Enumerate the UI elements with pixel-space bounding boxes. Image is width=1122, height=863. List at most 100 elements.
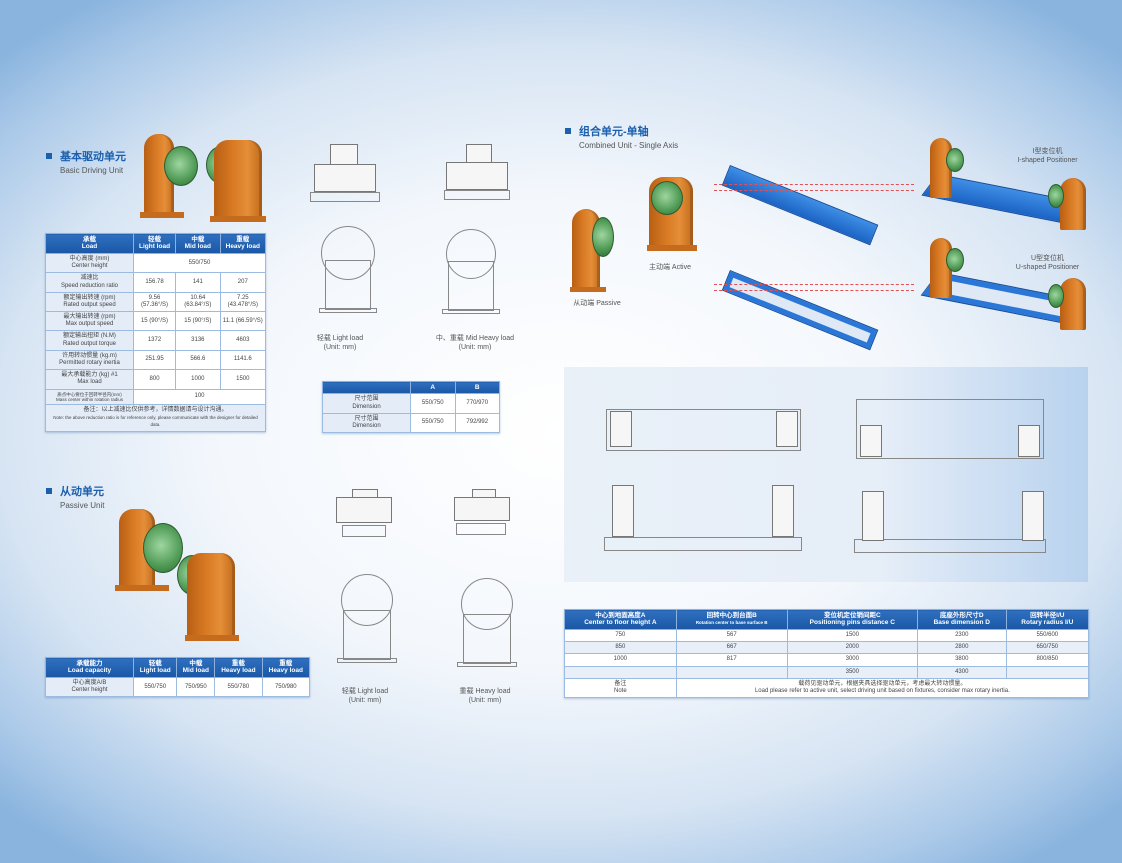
basic-driving-unit-image: [140, 130, 270, 225]
table-row: 许用转动惯量 (kg.m)Permitted rotary inertia 25…: [45, 349, 267, 371]
table-row: 750 567 1500 2300 550/600: [564, 628, 1090, 643]
drawing-mid-heavy-load-top: [430, 140, 520, 210]
table-cell: 650/750: [1005, 641, 1090, 655]
table-cell: 156.78: [132, 272, 177, 293]
label-passive: 从动端 Passive: [573, 300, 621, 307]
caption-passive-heavy-load: 重载 Heavy load (Unit: mm): [459, 688, 511, 704]
table-row: A B: [322, 380, 500, 395]
section-title-en: Combined Unit - Single Axis: [579, 141, 679, 150]
table-cell: 15 (90°/S): [175, 311, 221, 332]
caption-light-load: 轻载 Light load (Unit: mm): [316, 335, 364, 351]
table-cell: 10.64 (63.84°/S): [175, 291, 221, 313]
dashed-guide-line: [714, 284, 914, 285]
table-cell: [675, 665, 788, 679]
table-cell: 1141.6: [219, 349, 267, 371]
table-cell: 3000: [786, 653, 918, 667]
section-heading-combined-unit: 组合单元-单轴 Combined Unit - Single Axis: [565, 123, 678, 150]
i-shaped-positioner-image: [920, 138, 1090, 233]
table-cell: 4603: [219, 330, 267, 351]
drawing-passive-light-top: [330, 485, 410, 555]
table-row: 额定输出转速 (rpm)Rated output speed 9.56 (57.…: [45, 291, 267, 313]
drawing-passive-heavy-front: [455, 578, 525, 678]
section-title-cn: 从动单元: [60, 486, 104, 498]
table-header-cell: B: [454, 380, 500, 395]
dashed-guide-line: [714, 290, 914, 291]
table-cell: 4300: [916, 665, 1007, 679]
table-cell: 3800: [916, 653, 1007, 667]
passive-unit-image: [115, 505, 245, 645]
table-cell: [564, 665, 677, 679]
drawing-passive-light-front: [335, 570, 405, 675]
table-cell: 载荷见驱动单元，根据夹具选择驱动单元，考虑最大转动惯量。Load please …: [675, 677, 1090, 699]
square-bullet-icon: [565, 128, 571, 134]
label-active: 主动端 Active: [648, 264, 691, 271]
combined-unit-drawing-panel: [564, 367, 1088, 582]
table-cell: 1500: [786, 628, 918, 643]
table-row: 3500 4300: [564, 665, 1090, 679]
u-shaped-base-beam: [721, 270, 879, 351]
table-cell: 1500: [219, 369, 267, 390]
drawing-mid-heavy-load-front: [440, 225, 510, 325]
section-title-cn: 组合单元-单轴: [579, 126, 649, 138]
table-cell: 550/750: [410, 412, 456, 434]
drawing-u-shaped-top: [856, 399, 1044, 459]
drawing-light-load-top: [300, 140, 390, 210]
table-cell: 中心高度 (mm)Center height: [45, 252, 134, 274]
label-u-shaped-positioner: U型变位机 U-shaped Positioner: [1015, 255, 1080, 271]
table-cell: 566.6: [175, 349, 221, 371]
table-cell: 3136: [175, 330, 221, 351]
table-cell: 15 (90°/S): [132, 311, 177, 332]
table-cell: 817: [675, 653, 788, 667]
table-header-cell: A: [410, 380, 456, 395]
table-cell: 750/950: [176, 676, 216, 698]
table-row: 额定输出扭矩 (N.M)Rated output torque 1372 313…: [45, 330, 267, 351]
table-cell: 251.95: [132, 349, 177, 371]
table-cell: 550/780: [214, 676, 263, 698]
drawing-i-shaped-top: [606, 409, 801, 451]
table-cell: 567: [675, 628, 788, 643]
table-cell: 550/750: [133, 252, 266, 274]
caption-mid-heavy-load: 中、重载 Mid Heavy load (Unit: mm): [435, 335, 515, 351]
combined-passive-unit-image: [570, 205, 630, 295]
dashed-guide-line: [714, 184, 914, 185]
u-shaped-positioner-image: [920, 238, 1090, 333]
table-cell: 750/980: [261, 676, 311, 698]
table-cell: 备注：以上减速比仅供参考，详情数据请与设计沟通。Note: the above …: [45, 404, 266, 432]
table-cell: 额定输出转速 (rpm)Rated output speed: [45, 291, 134, 313]
table-cell: 667: [675, 641, 788, 655]
table-cell: 2300: [916, 628, 1007, 643]
table-cell: 2000: [786, 641, 918, 655]
table-cell: 207: [219, 272, 267, 293]
square-bullet-icon: [46, 153, 52, 159]
section-heading-passive-unit: 从动单元 Passive Unit: [46, 483, 104, 510]
table-cell: 9.56 (57.36°/S): [132, 291, 177, 313]
table-cell: 质点中心要位于回转半径内(mm)Mass center within rotat…: [45, 388, 134, 406]
table-cell: 2800: [916, 641, 1007, 655]
table-cell: 3500: [786, 665, 918, 679]
section-title-en: Passive Unit: [60, 501, 105, 510]
table-row: 1000 817 3000 3800 800/850: [564, 653, 1090, 667]
section-title-en: Basic Driving Unit: [60, 166, 124, 175]
section-title-cn: 基本驱动单元: [60, 151, 126, 163]
